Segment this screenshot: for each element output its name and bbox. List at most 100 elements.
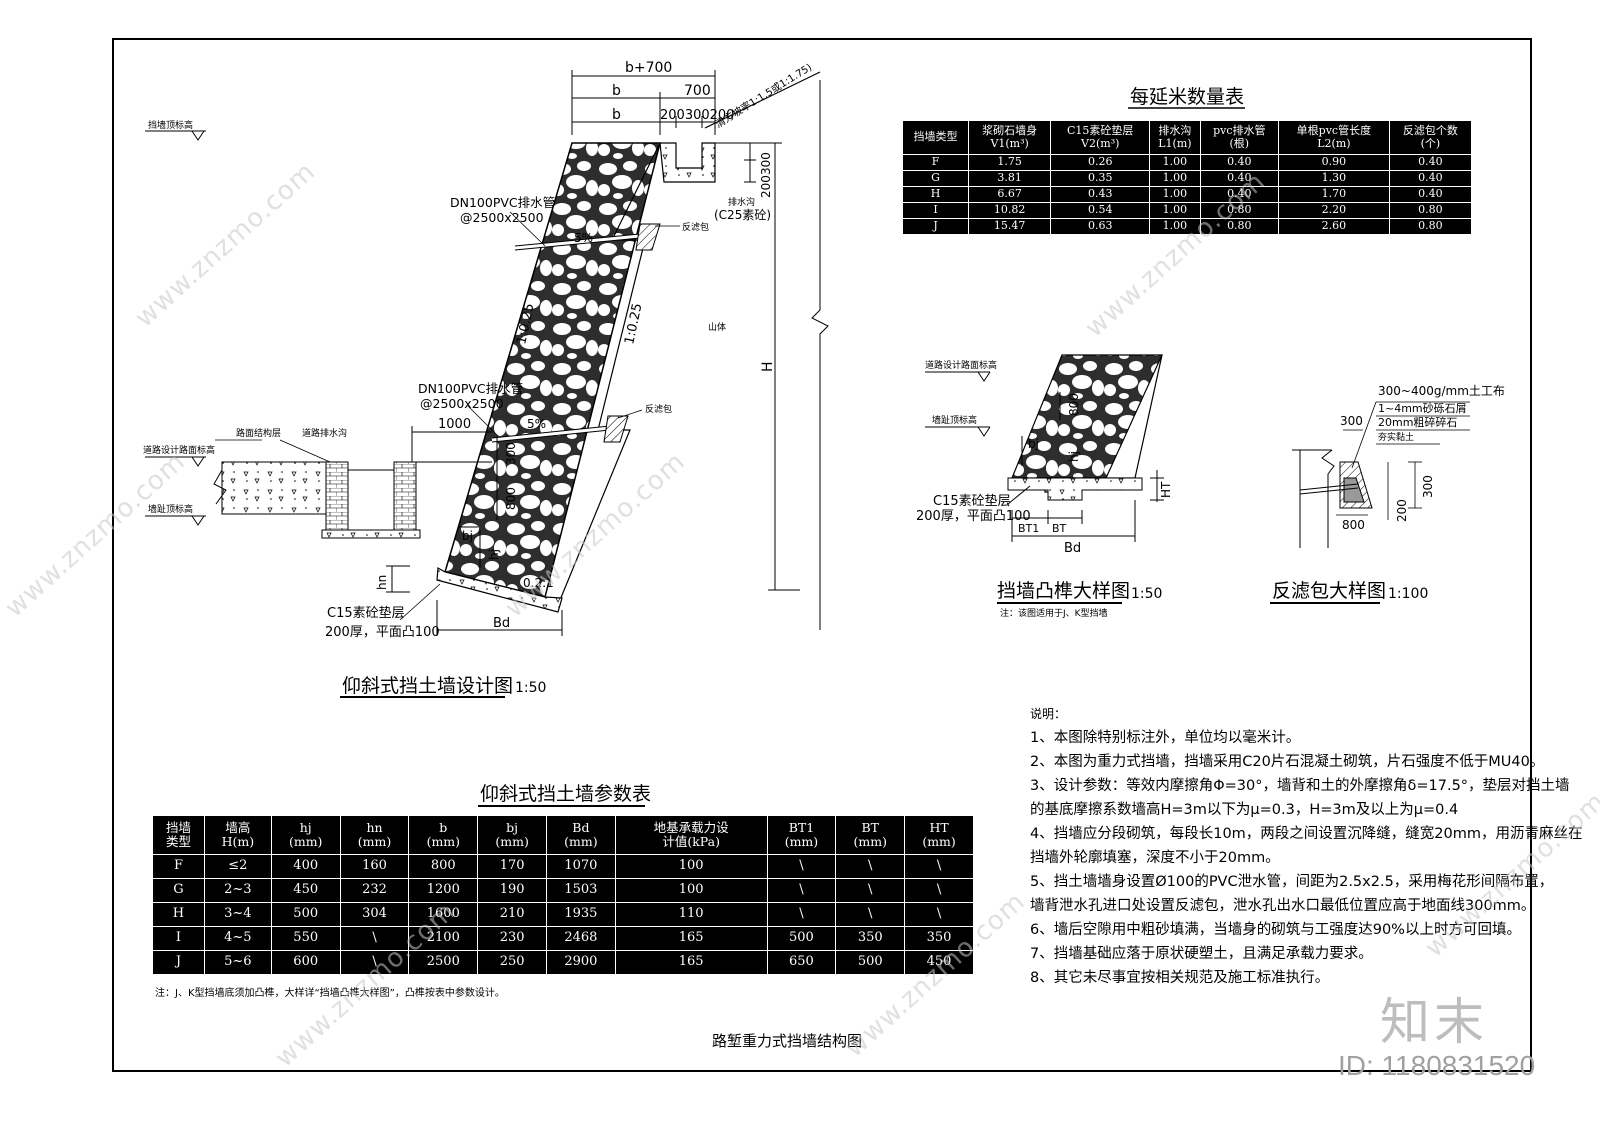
table-cell: 1070 (546, 854, 616, 879)
base-slope: 0.2:1 (523, 576, 554, 590)
filter-detail (1270, 401, 1470, 604)
note-line: 的基底摩擦系数墙高H=3m以下为μ=0.3，H=3m及以上为μ=0.4 (1030, 802, 1459, 818)
tenon-dim-BT1: BT1 (1018, 522, 1039, 535)
road-design-elev: 道路设计路面标高 (143, 444, 215, 456)
header-cell: Bd(mm) (546, 815, 616, 855)
table-cell: 2~3 (203, 878, 272, 903)
table-cell: 5~6 (203, 950, 272, 975)
table-cell: 500 (766, 926, 837, 951)
tenon-dim-bj: bj (1028, 437, 1039, 451)
tenon-detail (925, 354, 1164, 604)
cut-slope-line (704, 71, 821, 129)
tenon-dim-Bd: Bd (1064, 541, 1081, 556)
table-cell: 1.75 (968, 154, 1052, 171)
dim-b-a: b (612, 83, 621, 99)
filter-clay: 夯实黏土 (1378, 431, 1414, 443)
table-cell: I (152, 926, 205, 951)
c15-base (436, 567, 563, 613)
table-cell: 3.81 (968, 170, 1052, 187)
table-cell: 160 (339, 854, 410, 879)
tenon-dim-BT: BT (1052, 522, 1067, 535)
dim-200-right: 200 (759, 175, 773, 198)
filter-gravel-2: 20mm粗碎碎石 (1378, 415, 1457, 429)
slope-label: 清方坡率1:1.5或1:1.75) (713, 60, 815, 130)
tenon-labels: 道路设计路面标高 墙趾顶标高 800 hj bj HT C15素砼垫层 200厚… (916, 359, 1173, 619)
batter-back: 1:0.25 (622, 302, 645, 346)
table-cell: J (901, 218, 970, 235)
table-cell: 1935 (546, 902, 616, 927)
watermark-id: ID: 1180831520 (1338, 1050, 1536, 1081)
dim-300-mid: 300 (504, 442, 518, 465)
header-cell: pvc排水管(根) (1199, 120, 1280, 155)
top-drain-ditch (659, 142, 716, 183)
table-cell: 1600 (408, 902, 479, 927)
dim-1000: 1000 (438, 417, 471, 432)
table-cell: 165 (614, 950, 768, 975)
header-cell: b(mm) (408, 815, 479, 855)
drain-label: 排水沟 (728, 196, 755, 208)
dim-top-label: b+700 (625, 60, 672, 76)
sheet-title: 路堑重力式挡墙结构图 (712, 1032, 862, 1050)
mountain-label: 山体 (708, 321, 726, 333)
note-line: 5、挡土墙墙身设置Ø100的PVC泄水管，间距为2.5x2.5，采用梅花形间隔布… (1030, 874, 1554, 890)
table-cell: 0.43 (1050, 186, 1151, 203)
table-cell: 600 (270, 950, 341, 975)
main-scale: 1:50 (515, 680, 546, 696)
pvc-mid-2: @2500x2500 (420, 396, 504, 411)
table-cell: 170 (477, 854, 547, 879)
dim-700: 700 (684, 83, 711, 99)
param-table-note: 注：J、K型挡墙底须加凸榫，大样详“挡墙凸榫大样图”，凸榫按表中参数设计。 (155, 986, 505, 999)
table-cell: 1.70 (1278, 186, 1390, 203)
table-cell: \ (835, 878, 906, 903)
dim-hn: hn (375, 575, 389, 590)
table-cell: 190 (477, 878, 547, 903)
table-cell: 2.60 (1278, 218, 1390, 235)
header-cell: 地基承载力设计值(kPa) (614, 815, 768, 855)
table-cell: 350 (835, 926, 906, 951)
table-cell: 6.67 (968, 186, 1052, 203)
table-cell: 10.82 (968, 202, 1052, 219)
table-cell: \ (835, 854, 906, 879)
header-cell: 挡墙类型 (152, 815, 205, 855)
table-cell: 4~5 (203, 926, 272, 951)
header-cell: BT1(mm) (766, 815, 837, 855)
header-cell: hj(mm) (270, 815, 341, 855)
table-cell: 230 (477, 926, 547, 951)
watermark-logo: 知末 (1380, 993, 1488, 1051)
c15-label: C15素砼垫层 (327, 605, 405, 621)
slope-5pct-top: 5% (574, 231, 593, 245)
table-cell: \ (904, 878, 974, 903)
filter-top: 反滤包 (682, 221, 709, 233)
tenon-note: 注：该图适用于J、K型挡墙 (1000, 607, 1108, 619)
table-cell: \ (766, 878, 837, 903)
table-cell: 100 (614, 854, 768, 879)
table-cell: 1.00 (1149, 170, 1201, 187)
drain-concrete: (C25素砼) (714, 208, 771, 222)
table-cell: 500 (270, 902, 341, 927)
table-cell: 0.35 (1050, 170, 1151, 187)
table-cell: 550 (270, 926, 341, 951)
note-line: 1、本图除特别标注外，单位均以毫米计。 (1030, 730, 1301, 746)
table-cell: 100 (614, 878, 768, 903)
tenon-dim-HT: HT (1159, 481, 1173, 498)
table-cell: J (152, 950, 205, 975)
table-cell: 1.00 (1149, 154, 1201, 171)
table-cell: 0.80 (1388, 218, 1473, 235)
elevation-markers (145, 130, 206, 526)
header-cell: HT(mm) (904, 815, 974, 855)
note-line: 墙背泄水孔进口处设置反滤包，泄水孔出水口最低位置应高于地面线300mm。 (1030, 898, 1536, 914)
tenon-c15-base (1007, 477, 1143, 501)
note-line: 4、挡墙应分段砌筑，每段长10m，两段之间设置沉降缝，缝宽20mm，用沥青麻丝在 (1030, 826, 1583, 842)
table-cell: F (901, 154, 970, 171)
top-dimensions (571, 70, 716, 135)
table-cell: 0.40 (1199, 154, 1280, 171)
table-cell: \ (339, 950, 410, 975)
